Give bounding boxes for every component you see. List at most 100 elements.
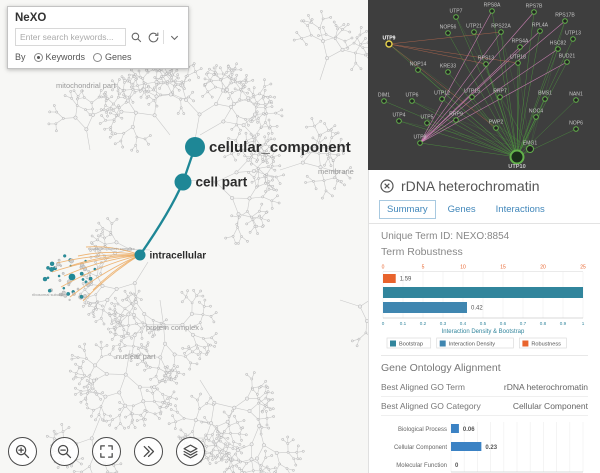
zoom-in-button[interactable]: [8, 437, 37, 466]
radio-keywords-circle[interactable]: [33, 52, 43, 62]
network-node[interactable]: [453, 117, 459, 123]
network-node-label[interactable]: RPS4A: [512, 39, 529, 45]
network-node-label[interactable]: UTP9: [382, 36, 395, 42]
network-node[interactable]: [385, 40, 393, 48]
network-node-label[interactable]: UTP21: [466, 24, 482, 30]
network-node[interactable]: [498, 29, 504, 35]
tree-term-label[interactable]: membrane: [318, 167, 354, 176]
network-node[interactable]: [570, 36, 576, 42]
network-node-label[interactable]: UTP10: [508, 164, 525, 170]
tree-term-label-small[interactable]: ribosomal subunit: [32, 292, 64, 297]
network-node[interactable]: [573, 97, 579, 103]
network-node[interactable]: [483, 61, 489, 67]
network-node-label[interactable]: EMG1: [523, 141, 538, 147]
network-node-label[interactable]: RPS7B: [526, 4, 543, 10]
network-node[interactable]: [573, 126, 579, 132]
search-input[interactable]: [15, 28, 126, 46]
network-node-label[interactable]: RPS22A: [491, 24, 511, 30]
tab-genes[interactable]: Genes: [447, 204, 476, 215]
network-canvas[interactable]: UTP7 RPS8A RPS7B RPS17B NOP56 UTP21 RPS22A RPL4…: [368, 0, 600, 171]
network-node[interactable]: [471, 29, 477, 35]
network-node-label[interactable]: UTP12: [434, 91, 450, 97]
network-node[interactable]: [453, 14, 459, 20]
network-node[interactable]: [396, 118, 402, 124]
network-node[interactable]: [517, 44, 523, 50]
network-node[interactable]: [533, 114, 539, 120]
network-node-label[interactable]: HSC82: [550, 41, 567, 47]
layers-button[interactable]: [176, 437, 205, 466]
tree-term-label[interactable]: protein complex: [146, 323, 199, 332]
network-node-label[interactable]: PWP2: [489, 120, 504, 126]
network-node-label[interactable]: RRP7: [493, 89, 507, 95]
network-node[interactable]: [531, 9, 537, 15]
chevron-down-icon[interactable]: [167, 30, 181, 44]
network-node-label[interactable]: NOP6: [569, 121, 583, 127]
network-node[interactable]: [417, 140, 423, 146]
radio-keywords[interactable]: Keywords: [33, 52, 85, 62]
close-icon[interactable]: [379, 178, 395, 194]
network-node-label[interactable]: NOP14: [410, 62, 427, 68]
network-node[interactable]: [489, 8, 495, 14]
tree-node-label[interactable]: cellular_component: [209, 139, 351, 156]
tree-node-label[interactable]: cell part: [196, 175, 248, 190]
network-node[interactable]: [409, 98, 415, 104]
reset-icon[interactable]: [146, 30, 160, 44]
legend-item[interactable]: [519, 337, 567, 349]
network-node-label[interactable]: NOC4: [529, 109, 543, 115]
network-node[interactable]: [537, 28, 543, 34]
network-node[interactable]: [562, 18, 568, 24]
network-node[interactable]: [493, 125, 499, 131]
network-node[interactable]: [445, 69, 451, 75]
network-node[interactable]: [509, 149, 525, 165]
network-node[interactable]: [415, 67, 421, 73]
legend-item[interactable]: [436, 337, 514, 349]
network-node-label[interactable]: UTP6: [405, 93, 418, 99]
network-node-label[interactable]: UTP5: [420, 115, 433, 121]
fit-to-screen-button[interactable]: [92, 437, 121, 466]
network-node-label[interactable]: KRE33: [440, 64, 456, 70]
zoom-out-button[interactable]: [50, 437, 79, 466]
network-node[interactable]: [439, 96, 445, 102]
network-node-label[interactable]: UTP15: [464, 89, 480, 95]
network-node[interactable]: [424, 120, 430, 126]
tree-node-label[interactable]: intracellular: [150, 250, 207, 261]
collapse-button[interactable]: [134, 437, 163, 466]
tree-node-cellular_component[interactable]: [185, 137, 205, 157]
network-node-label[interactable]: UTP8: [413, 135, 426, 141]
tree-term-label[interactable]: nuclear part: [116, 352, 157, 361]
network-node[interactable]: [469, 94, 475, 100]
network-node[interactable]: [445, 30, 451, 36]
network-node-label[interactable]: RPS17B: [555, 13, 575, 19]
radio-genes[interactable]: Genes: [93, 52, 132, 62]
network-node[interactable]: [542, 96, 548, 102]
network-node-label[interactable]: UTP7: [449, 9, 462, 15]
network-node-label[interactable]: UTP18: [510, 55, 526, 61]
network-node[interactable]: [381, 98, 387, 104]
network-node[interactable]: [515, 60, 521, 66]
network-node-label[interactable]: BMS1: [538, 91, 552, 97]
network-node-label[interactable]: RPS8A: [484, 3, 501, 9]
tab-summary[interactable]: Summary: [379, 200, 436, 219]
tree-node-cell-part[interactable]: [174, 173, 192, 191]
network-node-label[interactable]: NOP56: [440, 25, 457, 31]
network-node-label[interactable]: UTP13: [565, 31, 581, 37]
network-node-label[interactable]: RPL4A: [532, 23, 549, 29]
tree-term-label[interactable]: mitochondrial part: [56, 81, 117, 90]
network-node-label[interactable]: UTP4: [392, 113, 405, 119]
network-node[interactable]: [526, 145, 534, 153]
network-node-label[interactable]: RRP9: [449, 112, 463, 118]
tree-term-label-small[interactable]: ribonucleoprotein complex: [88, 246, 135, 251]
network-node-label[interactable]: NAN1: [569, 92, 583, 98]
tree-node-intracellular[interactable]: [134, 249, 146, 261]
network-node-label[interactable]: RPS13: [478, 56, 494, 62]
tab-interactions[interactable]: Interactions: [495, 204, 545, 215]
network-node-label[interactable]: DIM1: [378, 93, 390, 99]
legend-item[interactable]: [386, 337, 432, 349]
network-node[interactable]: [555, 46, 561, 52]
network-node[interactable]: [564, 59, 570, 65]
search-icon[interactable]: [129, 30, 143, 44]
network-node-label[interactable]: BUD21: [559, 54, 576, 60]
radio-genes-circle[interactable]: [93, 52, 103, 62]
